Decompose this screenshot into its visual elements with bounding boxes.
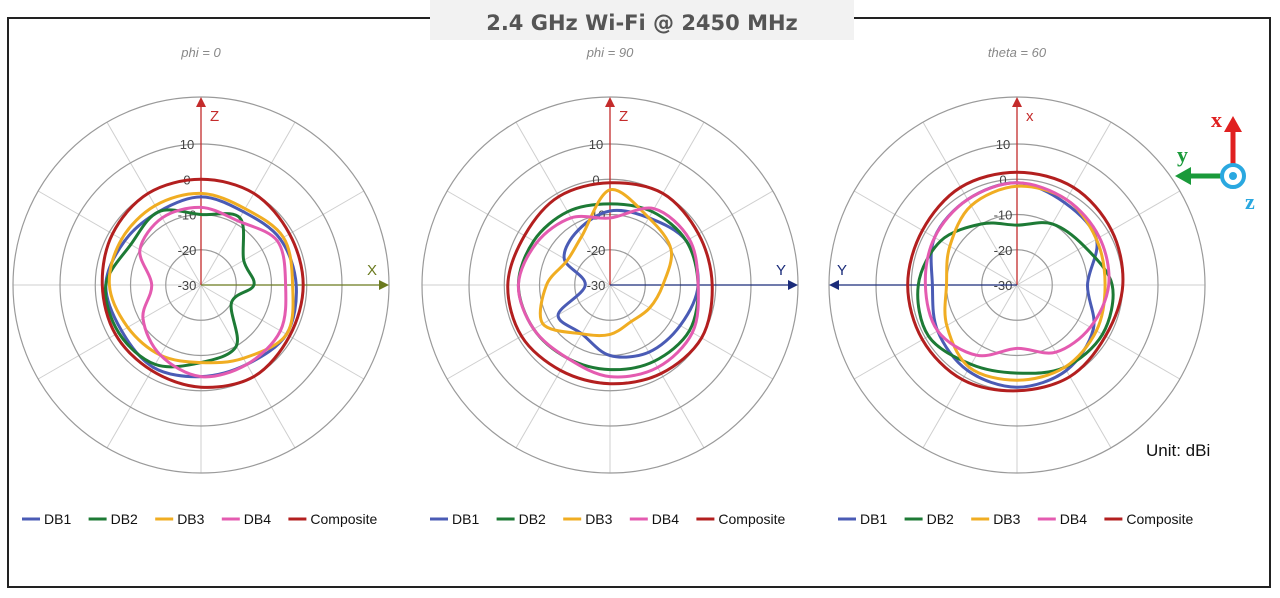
r-tick-label: -20: [178, 243, 197, 258]
axis-up-label: Z: [619, 108, 628, 125]
grid-spoke: [446, 190, 611, 286]
coord-z-label: z: [1245, 189, 1255, 214]
axis-right-label: X: [367, 262, 377, 279]
r-tick-label: 10: [180, 137, 194, 152]
legend-label-db4: DB4: [1060, 511, 1087, 527]
grid-spoke: [515, 284, 611, 449]
coord-y-arrow: [1175, 167, 1191, 185]
unit-label: Unit: dBi: [1146, 441, 1211, 460]
grid-spoke: [515, 121, 611, 286]
legend-label-db2: DB2: [927, 511, 954, 527]
grid-spoke: [200, 284, 365, 380]
chart-subtitle: phi = 90: [586, 45, 634, 60]
series-db4: [516, 206, 700, 379]
legend-label-db3: DB3: [177, 511, 204, 527]
series-composite: [506, 181, 714, 386]
axis-left-label: Y: [837, 262, 847, 279]
series-db4: [138, 205, 288, 379]
series-db4: [923, 181, 1111, 358]
axis-right-arrow: [379, 280, 389, 290]
axis-up-label: Z: [210, 108, 219, 125]
chart-subtitle: theta = 60: [988, 45, 1047, 60]
axis-right-label: Y: [776, 262, 786, 279]
coord-z-dot: [1229, 172, 1237, 180]
series-db3: [538, 188, 674, 338]
coord-x-label: x: [1211, 107, 1222, 132]
coordinate-icon: xy z: [1175, 107, 1255, 214]
coord-y-label: y: [1177, 142, 1188, 167]
r-tick-label: -30: [178, 278, 197, 293]
figure-title: 2.4 GHz Wi-Fi @ 2450 MHz: [430, 0, 854, 40]
grid-spoke: [37, 190, 202, 286]
axis-up-arrow: [196, 97, 206, 107]
grid-spoke: [922, 121, 1018, 286]
legend-label-db4: DB4: [244, 511, 271, 527]
series-composite: [906, 170, 1125, 393]
grid-spoke: [853, 284, 1018, 380]
grid-spoke: [200, 284, 296, 449]
r-tick-label: -20: [994, 243, 1013, 258]
r-tick-label: 0: [592, 172, 599, 187]
grid-spoke: [609, 121, 705, 286]
grid-spoke: [1016, 284, 1181, 380]
axis-up-arrow: [1012, 97, 1022, 107]
legend-label-composite: Composite: [310, 511, 377, 527]
legend-label-db3: DB3: [585, 511, 612, 527]
grid-spoke: [609, 190, 774, 286]
legend-label-db2: DB2: [519, 511, 546, 527]
legend-label-db3: DB3: [993, 511, 1020, 527]
axis-left-arrow: [829, 280, 839, 290]
r-tick-label: 0: [999, 172, 1006, 187]
chart-subtitle: phi = 0: [180, 45, 221, 60]
r-tick-label: -10: [994, 208, 1013, 223]
series-db3: [107, 191, 295, 365]
legend-label-composite: Composite: [718, 511, 785, 527]
legend-label-db2: DB2: [111, 511, 138, 527]
r-tick-label: -30: [587, 278, 606, 293]
grid-spoke: [200, 121, 296, 286]
legend-label-db1: DB1: [44, 511, 71, 527]
grid-spoke: [446, 284, 611, 380]
series-db2: [516, 202, 700, 372]
axis-up-arrow: [605, 97, 615, 107]
axis-up-label: x: [1026, 108, 1034, 125]
r-tick-label: -20: [587, 243, 606, 258]
coord-x-arrow: [1224, 116, 1242, 132]
series-composite: [100, 177, 305, 389]
legend-label-db1: DB1: [452, 511, 479, 527]
r-tick-label: 10: [996, 137, 1010, 152]
series-db2: [916, 221, 1115, 375]
r-tick-label: 10: [589, 137, 603, 152]
grid-spoke: [106, 121, 202, 286]
legend-label-composite: Composite: [1126, 511, 1193, 527]
legend-label-db1: DB1: [860, 511, 887, 527]
series-db3: [943, 184, 1107, 382]
axis-right-arrow: [788, 280, 798, 290]
legend-label-db4: DB4: [652, 511, 679, 527]
